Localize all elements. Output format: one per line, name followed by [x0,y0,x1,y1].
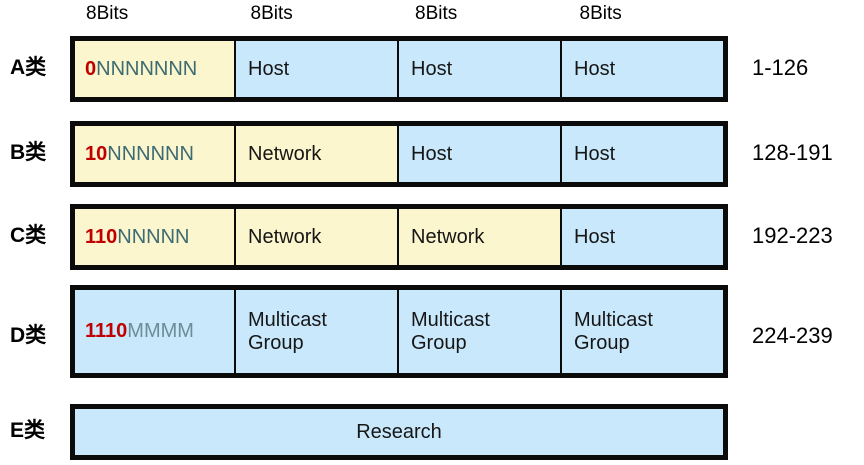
address-range-label: 128-191 [752,140,833,165]
class-bar: Research [70,404,728,460]
octet-cell: Host [562,41,723,97]
bit-suffix: NNNNN [117,225,190,248]
bits-header-label-4: 8Bits [579,3,622,24]
bit-suffix: NNNNNN [107,142,194,165]
octet-cell: Research [75,409,723,455]
bits-header-label-1: 8Bits [86,3,129,24]
class-label: E类 [10,419,46,442]
bits-header-label-2: 8Bits [250,3,293,24]
address-range-label: 192-223 [752,223,833,248]
address-range-label: 1-126 [752,55,809,80]
octet-cell: Host [562,126,723,182]
octet-cell: Network [236,209,399,265]
octet-cell: Host [399,126,562,182]
bit-prefix: 10 [85,142,108,165]
octet-cell: Host [562,209,723,265]
class-label: D类 [10,324,47,347]
bit-prefix: 110 [85,225,118,248]
octet-cell: Multicast Group [399,290,562,373]
octet-cell: Host [399,41,562,97]
octet-cell: Multicast Group [236,290,399,373]
bit-suffix: MMMM [127,320,194,342]
class-label: A类 [10,56,47,79]
bits-header-label-3: 8Bits [415,3,458,24]
octet-cell: Multicast Group [562,290,723,373]
octet-cell: Network [399,209,562,265]
octet-cell: Network [236,126,399,182]
bit-suffix: NNNNNNN [96,57,198,80]
class-label: C类 [10,224,47,247]
bit-prefix: 0 [85,57,97,80]
address-range-label: 224-239 [752,323,833,348]
bits-header-row: 8Bits 8Bits 8Bits 8Bits [70,2,728,28]
class-label: B类 [10,141,47,164]
octet-cell: Host [236,41,399,97]
bit-prefix: 1110 [85,320,128,342]
